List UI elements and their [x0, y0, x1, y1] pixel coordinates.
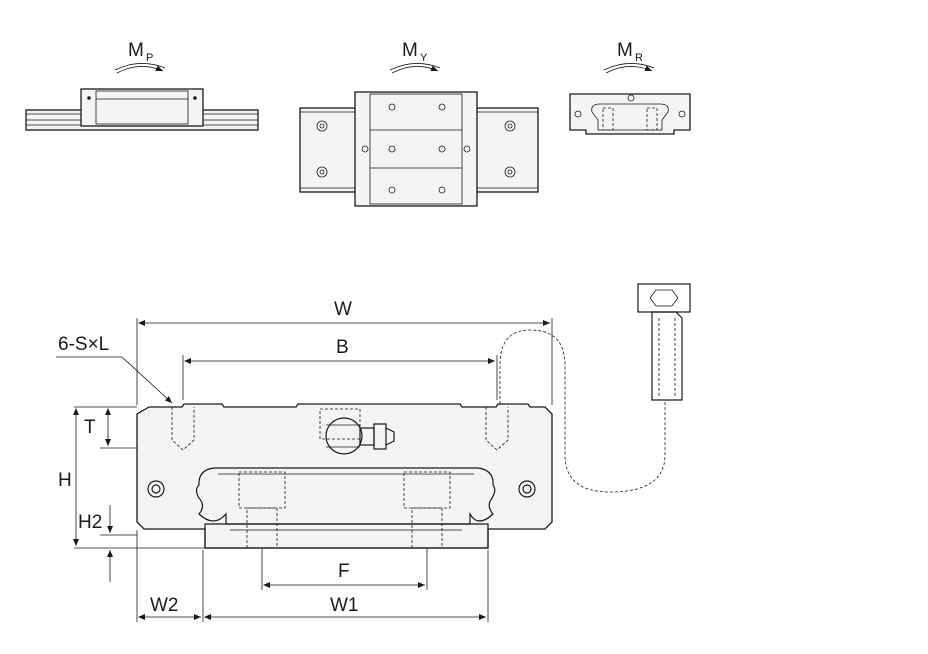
svg-text:H2: H2	[78, 512, 102, 533]
pitch-side-view	[25, 88, 259, 131]
moment-arrow-icon	[389, 63, 441, 74]
svg-text:W1: W1	[330, 595, 359, 616]
svg-text:H: H	[58, 470, 72, 491]
mounting-hole-icon	[678, 110, 686, 118]
mounting-hole-icon	[574, 110, 582, 118]
svg-text:R: R	[635, 52, 643, 64]
dim-W1-W2: W2 W1	[136, 530, 489, 622]
yaw-top-view	[299, 91, 539, 207]
svg-text:M: M	[617, 40, 633, 61]
grease-nipple-icon	[627, 94, 635, 102]
mounting-hole-icon	[87, 96, 91, 100]
dim-S-leader: 6-S×L	[56, 334, 173, 404]
svg-text:T: T	[84, 417, 96, 438]
dim-W: W	[136, 299, 553, 405]
mounting-hole-icon	[518, 480, 536, 498]
dim-F: F	[261, 548, 428, 590]
svg-text:W2: W2	[150, 595, 179, 616]
hole-to-screw-leader	[499, 329, 666, 493]
mounting-hole-icon	[193, 96, 197, 100]
pitch-moment-label: M P	[128, 40, 153, 64]
dim-T: T	[74, 406, 137, 449]
dim-H: H	[58, 408, 205, 549]
svg-text:M: M	[402, 40, 418, 61]
moment-arrow-icon	[114, 63, 166, 74]
mounting-hole-icon	[316, 103, 516, 194]
block-front-view	[136, 403, 553, 549]
grease-nipple-icon	[319, 408, 395, 455]
svg-text:W: W	[334, 299, 352, 320]
mounting-hole-icon	[147, 480, 165, 498]
roll-front-view	[569, 93, 691, 135]
svg-text:P: P	[146, 52, 153, 64]
dim-B: B	[182, 337, 498, 400]
moment-arrow-icon	[603, 63, 655, 74]
dim-H2: H2	[78, 505, 137, 582]
yaw-moment-label: M Y	[402, 40, 428, 64]
svg-text:B: B	[336, 337, 349, 358]
roll-moment-label: M R	[617, 40, 643, 64]
svg-text:M: M	[128, 40, 144, 61]
svg-text:6-S×L: 6-S×L	[58, 334, 109, 355]
svg-text:Y: Y	[420, 52, 428, 64]
cap-screw-icon	[637, 283, 691, 401]
svg-text:F: F	[338, 561, 350, 582]
